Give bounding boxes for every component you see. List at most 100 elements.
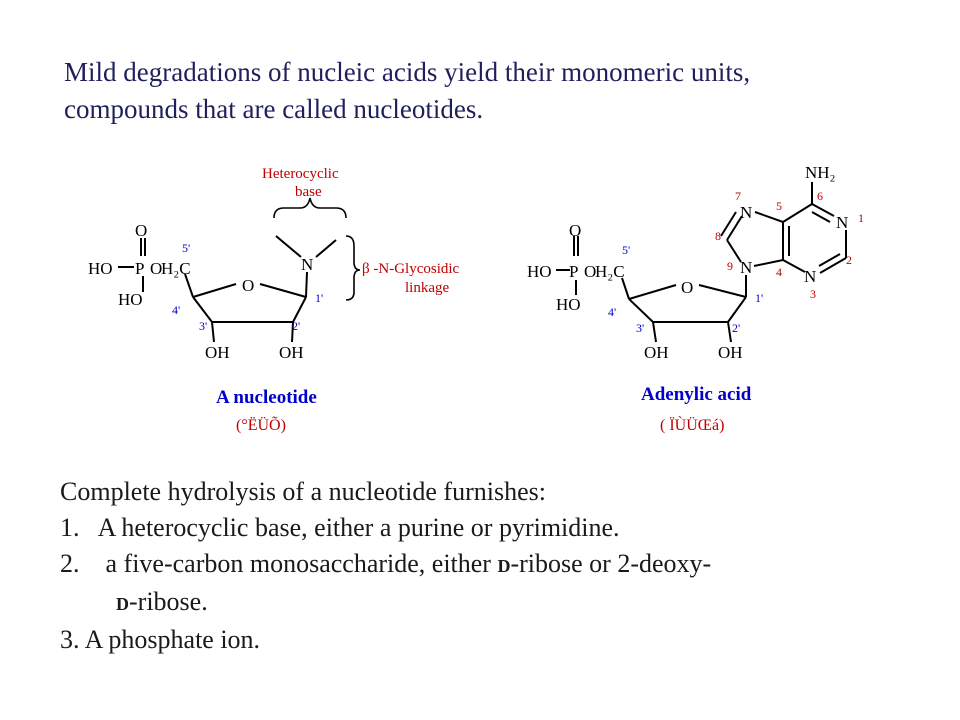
- c3-hydroxyl: OH: [205, 343, 230, 362]
- n7-c8-bond: [726, 215, 743, 241]
- o-c1-bond: [259, 283, 307, 298]
- base-nitrogen: N: [301, 255, 313, 274]
- amp-ring-oxygen: O: [681, 278, 693, 297]
- amp-c3-oh-bond: [652, 321, 657, 343]
- c5-c4-bond: [184, 273, 194, 298]
- pos-4: 4': [172, 303, 180, 317]
- hydrolysis-list: Complete hydrolysis of a nucleotide furn…: [60, 474, 930, 658]
- adenylic-structure: [556, 182, 847, 343]
- base-stub-left: [275, 235, 302, 258]
- amp-c3-c4-bond: [628, 298, 654, 323]
- intro-line-1: Mild degradations of nucleic acids yield…: [64, 57, 751, 87]
- glycosidic-bond: [305, 271, 308, 298]
- amp-n3: N: [804, 267, 816, 286]
- c2-oh-bond: [291, 321, 294, 343]
- amp-pos-5: 5': [622, 243, 630, 257]
- amp-pos-4: 4': [608, 305, 616, 319]
- pos-3: 3': [199, 319, 207, 333]
- pos-5: 5': [182, 241, 190, 255]
- amp-n7: N: [740, 203, 752, 222]
- ring-num-1: 1: [858, 211, 864, 225]
- hydrolysis-item-2-cont: D-ribose.: [60, 584, 930, 622]
- amp-nh2: NH₂: [805, 163, 835, 182]
- c3-c4-bond: [192, 296, 213, 323]
- item-2-text-b: -ribose or 2-deoxy-: [510, 549, 712, 578]
- c4-o-bond: [192, 283, 237, 298]
- amp-ho: HO: [527, 262, 552, 281]
- glycosidic-label: β -N-Glycosidic: [362, 261, 460, 277]
- nucleotide-positions: 5' 4' 3' 2' 1': [172, 241, 323, 333]
- adenylic-subtitle: ( ÏÙÜŒá): [660, 415, 724, 434]
- item-1-number: 1.: [60, 513, 80, 542]
- intro-text: Mild degradations of nucleic acids yield…: [64, 54, 924, 128]
- ch2-group: H₂C: [161, 259, 191, 278]
- c2-n3-bond: [819, 257, 847, 274]
- item-1-text: A heterocyclic base, either a purine or …: [97, 513, 620, 542]
- phosphate-ho: HO: [88, 259, 113, 278]
- c1-c2-bond: [292, 296, 307, 323]
- ring-num-8: 8: [715, 229, 721, 243]
- item-2-text-a: a five-carbon monosaccharide, either: [105, 549, 498, 578]
- c6-n1-double: [811, 211, 831, 223]
- n7-c8-double: [720, 211, 737, 237]
- phosphate-ho-bottom: HO: [118, 290, 143, 309]
- item-2-text-c: -ribose.: [129, 587, 208, 616]
- adenylic-sugar-positions: 5' 4' 3' 2' 1': [608, 243, 763, 335]
- c5-c6-bond: [782, 203, 813, 223]
- c6-n1-bond: [811, 203, 835, 217]
- base-stub-right: [315, 239, 337, 258]
- phosphate-o-ester: O: [150, 259, 162, 278]
- nucleotide-structure: [118, 235, 337, 343]
- pos-2: 2': [292, 319, 300, 333]
- hydrolysis-heading: Complete hydrolysis of a nucleotide furn…: [60, 477, 546, 506]
- c3-oh-bond: [211, 321, 215, 343]
- c8-n9-bond: [726, 239, 742, 263]
- adenylic-title: Adenylic acid: [641, 384, 752, 405]
- c2-hydroxyl: OH: [279, 343, 304, 362]
- nucleotide-annotations: Heterocyclic base β -N-Glycosidic linkag…: [262, 166, 460, 296]
- nucleotide-title: A nucleotide: [216, 387, 317, 408]
- base-label: base: [295, 184, 322, 200]
- amp-c3-hydroxyl: OH: [644, 343, 669, 362]
- intro-line-2: compounds that are called nucleotides.: [64, 94, 484, 124]
- ring-num-3: 3: [810, 287, 816, 301]
- ring-oxygen: O: [242, 276, 254, 295]
- item-2-d-prefix-2: D: [116, 594, 129, 614]
- n9-c4-bond: [753, 259, 784, 267]
- amp-n9: N: [740, 258, 752, 277]
- hydrolysis-item-1: 1. A heterocyclic base, either a purine …: [60, 510, 930, 546]
- amp-o-ester: O: [584, 262, 596, 281]
- adenine-ring-numbers: 1 2 3 4 5 6 7 8 9: [715, 189, 864, 301]
- nucleotide-labels: O HO P O H₂C HO O N OH OH: [88, 221, 313, 362]
- amp-n1: N: [836, 213, 848, 232]
- amp-phosphorus: P: [569, 262, 578, 281]
- amp-pos-2: 2': [732, 321, 740, 335]
- adenylic-labels: O HO P O H₂C HO O OH OH N N N N NH₂: [527, 163, 848, 362]
- c5-n7-bond: [754, 211, 784, 223]
- c2-n3-double: [818, 253, 841, 267]
- hydrolysis-item-3: 3. A phosphate ion.: [60, 625, 261, 654]
- ring-num-7: 7: [735, 189, 741, 203]
- hydrolysis-item-2: 2. a five-carbon monosaccharide, either …: [60, 546, 930, 584]
- amp-c1-c2-bond: [727, 296, 747, 323]
- ring-num-9: 9: [727, 259, 733, 273]
- amp-ch2: H₂C: [595, 262, 625, 281]
- amp-o-top: O: [569, 221, 581, 240]
- amp-c4-o-bond: [628, 284, 677, 300]
- nucleotide-subtitle: (°ËÜÕ): [236, 416, 286, 434]
- phosphate-o-top: O: [135, 221, 147, 240]
- amp-c2-oh-bond: [727, 321, 732, 343]
- n3-c4-bond: [782, 259, 806, 273]
- amp-pos-3: 3': [636, 321, 644, 335]
- heterocyclic-label: Heterocyclic: [262, 166, 339, 182]
- pos-1: 1': [315, 291, 323, 305]
- ring-num-4: 4: [776, 265, 782, 279]
- amp-c2-hydroxyl: OH: [718, 343, 743, 362]
- phosphorus: P: [135, 259, 144, 278]
- amp-ho-bottom: HO: [556, 295, 581, 314]
- ring-num-5: 5: [776, 199, 782, 213]
- nucleotide-diagrams: O HO P O H₂C HO O N OH OH 5' 4' 3' 2' 1'…: [88, 163, 864, 434]
- glycosidic-bracket: [345, 235, 361, 301]
- ring-num-2: 2: [846, 253, 852, 267]
